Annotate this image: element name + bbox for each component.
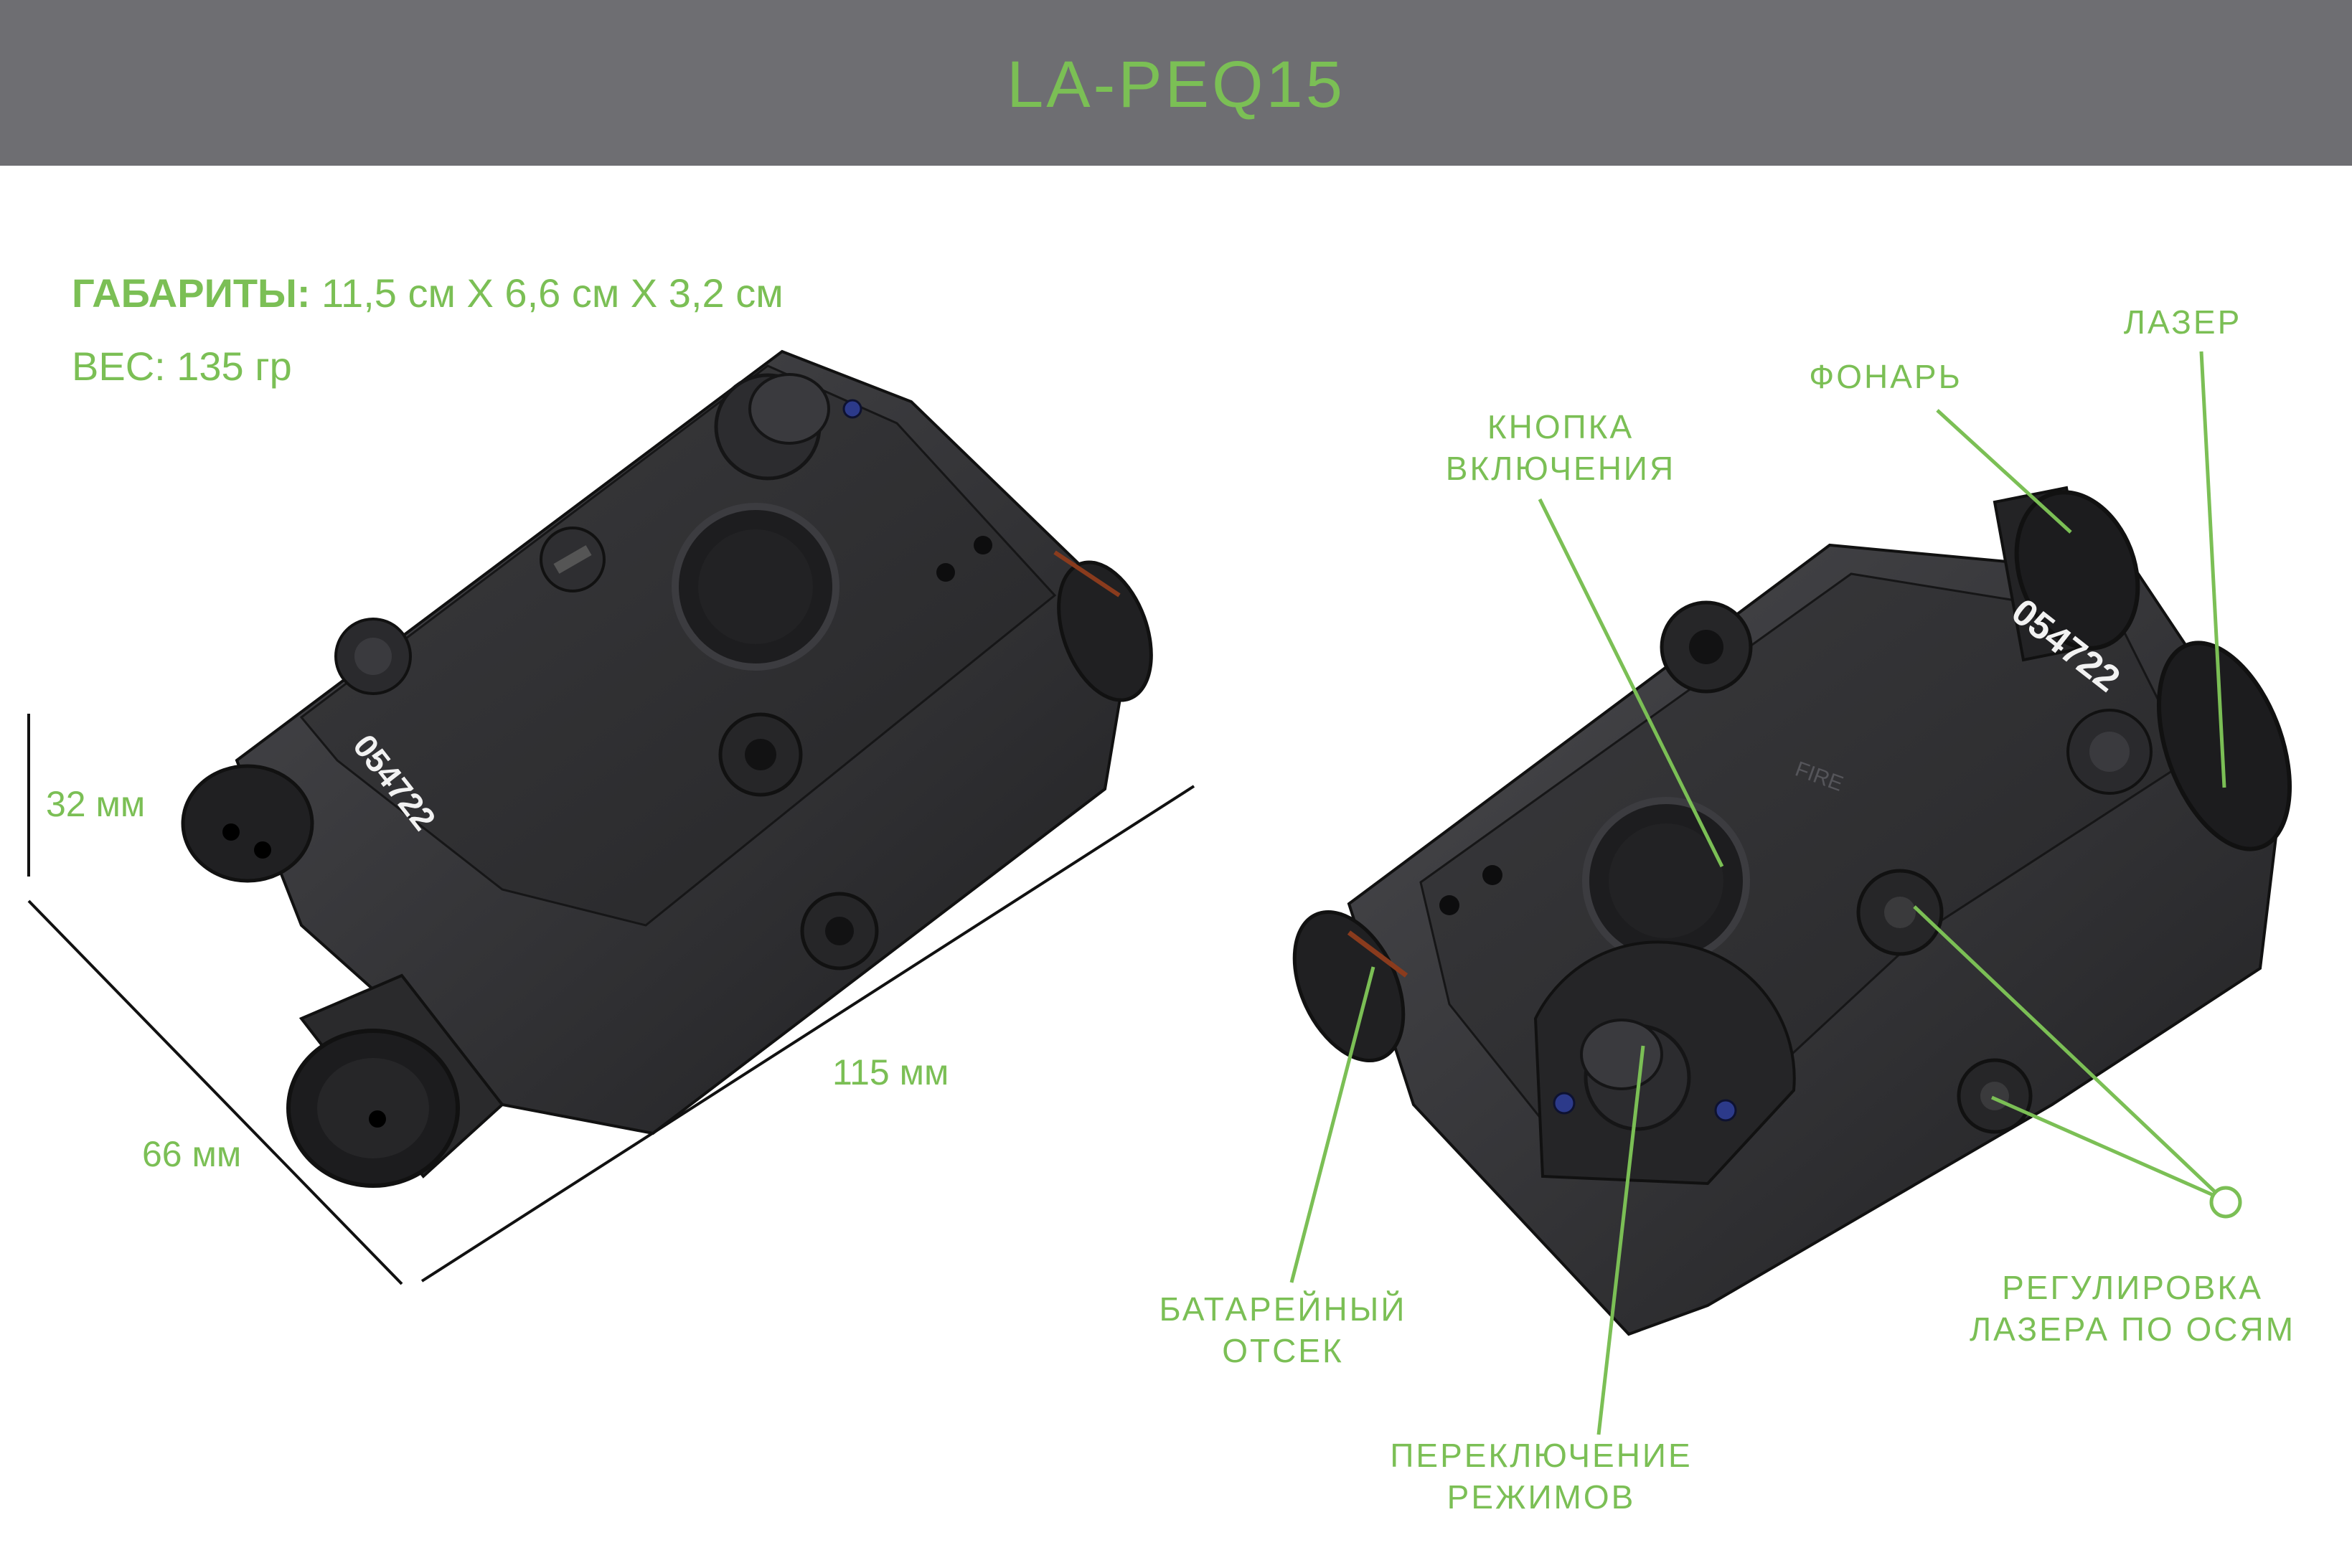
callout-mode-switch-line2: РЕЖИМОВ (1447, 1478, 1636, 1516)
header-bar: LA-PEQ15 (0, 0, 2352, 166)
callout-laser-adjust: РЕГУЛИРОВКА ЛАЗЕРА ПО ОСЯМ (1953, 1267, 2312, 1350)
callout-mode-switch-line1: ПЕРЕКЛЮЧЕНИЕ (1390, 1437, 1693, 1474)
callout-laser: ЛАЗЕР (2123, 303, 2242, 341)
callout-lines (1289, 351, 2242, 1435)
weight-spec: ВЕС: 135 гр (72, 344, 292, 389)
page-title: LA-PEQ15 (1007, 48, 1345, 121)
callout-battery: БАТАРЕЙНЫЙ ОТСЕК (1147, 1288, 1419, 1371)
device-left: 054722 (181, 349, 1153, 1188)
length-dimension-label: 115 мм (832, 1052, 949, 1092)
flashlight-left (286, 973, 504, 1188)
callout-mode-switch: ПЕРЕКЛЮЧЕНИЕ РЕЖИМОВ (1376, 1435, 1706, 1518)
callout-laser-adjust-line1: РЕГУЛИРОВКА (2002, 1269, 2263, 1306)
callout-battery-line1: БАТАРЕЙНЫЙ (1159, 1290, 1407, 1328)
dimensions-label: ГАБАРИТЫ: (72, 270, 311, 316)
laser-emitter-right (2156, 641, 2292, 851)
dimension-lines (27, 714, 1195, 1285)
laser-emitter-left (181, 764, 314, 883)
callout-power-button-line2: ВКЛЮЧЕНИЯ (1445, 450, 1676, 487)
battery-cap-left (1053, 550, 1153, 702)
width-dimension-label: 66 мм (142, 1134, 242, 1174)
device-right: 054722 FIRE (1292, 486, 2292, 1336)
dimensions-value: 11,5 см Х 6,6 см Х 3,2 см (310, 270, 784, 316)
height-dimension-label: 32 мм (46, 784, 146, 824)
callout-laser-adjust-line2: ЛАЗЕРА ПО ОСЯМ (1969, 1310, 2296, 1348)
battery-cap-right (1292, 910, 1408, 1063)
callout-power-button-line1: КНОПКА (1487, 408, 1634, 445)
dimensions-spec: ГАБАРИТЫ: 11,5 см Х 6,6 см Х 3,2 см (72, 270, 784, 316)
mode-switch-left (714, 373, 862, 481)
callout-power-button: КНОПКА ВКЛЮЧЕНИЯ (1428, 406, 1693, 489)
callout-battery-line2: ОТСЕК (1222, 1332, 1344, 1369)
callout-flashlight: ФОНАРЬ (1809, 358, 1962, 395)
mode-switch-right (1533, 940, 1796, 1186)
